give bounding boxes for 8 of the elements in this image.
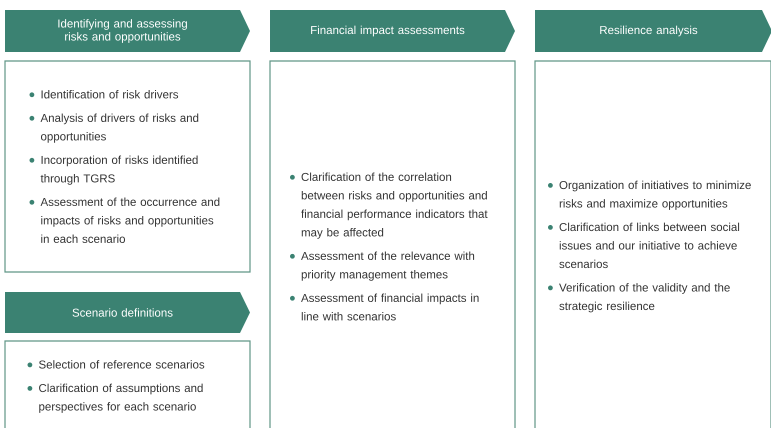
step-header: Identifying and assessing risks and opportunities (5, 10, 250, 52)
content-box: Clarification of the correlation between risks and opportunities and financial performance indicators that may be affected Assessment of the relevance with priority management themes Assessment of financial impacts in line with scenarios (269, 60, 516, 428)
step-header: Resilience analysis (535, 10, 771, 52)
content-box: Selection of reference scenarios Clarification of assumptions and perspectives for each scenario (4, 340, 251, 428)
content-box: Organization of initiatives to minimize risks and maximize opportunities Clarification of links between social issues and our initiative to achieve scenarios Verification of the validity and the strategic resilience (534, 60, 771, 428)
step-header: Scenario definitions (5, 292, 250, 333)
content-box: Identification of risk drivers Analysis of drivers of risks and opportunities Incorporation of risks identified through TGRS Assessment of the occurrence and impacts of risks and opportunities in each scenario (4, 60, 251, 273)
step-header: Financial impact assessments (270, 10, 515, 52)
